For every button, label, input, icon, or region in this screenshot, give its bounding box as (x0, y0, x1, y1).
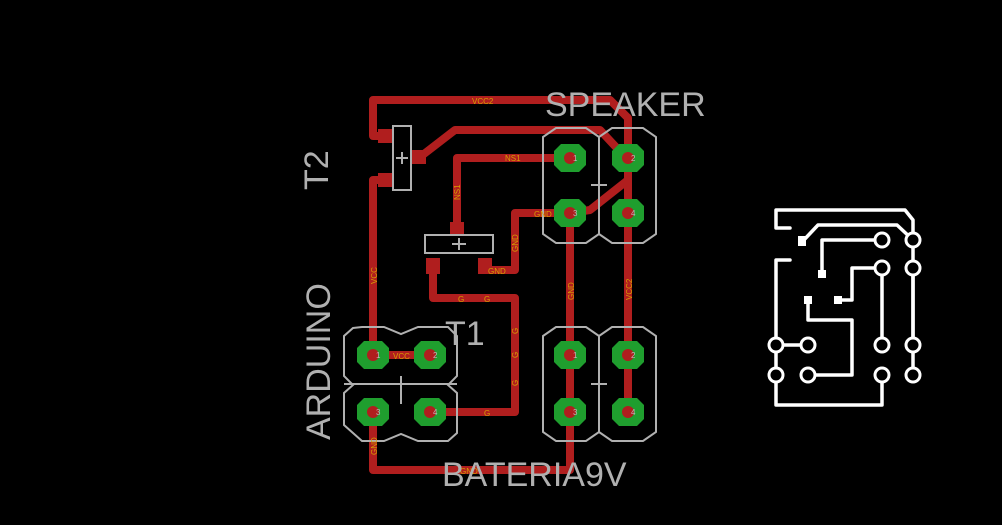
speaker-pad-label: 3 (573, 209, 578, 218)
net-label-gnd-t1: GND (488, 267, 506, 276)
battery-outline (542, 326, 657, 442)
arduino-pad-label: 4 (433, 408, 438, 417)
preview-smd-pad (818, 270, 826, 278)
trace-ns1 (453, 154, 574, 236)
net-label-ns1: NS1 (505, 154, 521, 163)
net-label-g: G (484, 409, 490, 418)
battery-pad-label: 4 (631, 408, 636, 417)
arduino-pad-tl: 1 (357, 341, 389, 369)
preview-trace-ns1 (820, 238, 884, 277)
preview-hole (904, 259, 922, 277)
preview-hole (767, 336, 785, 354)
t2-outline (392, 125, 412, 191)
battery-pad-bl: 3 (554, 398, 586, 426)
speaker-pad-tl: 1 (554, 144, 586, 172)
t2-pad-2 (378, 173, 392, 187)
net-label-vcc: VCC (370, 267, 379, 284)
battery-pad-br: 4 (612, 398, 644, 426)
preview-smd-pad (804, 296, 812, 304)
speaker-pad-label: 2 (631, 154, 636, 163)
arduino-pad-bl: 3 (357, 398, 389, 426)
preview-hole (799, 366, 817, 384)
preview-hole (873, 259, 891, 277)
net-labels: VCC2 NS1 NS1 GND GND GND VCC G G G G G G… (370, 97, 634, 476)
component-name-t2: T2 (298, 150, 336, 190)
speaker-pad-br: 4 (612, 199, 644, 227)
net-label-gnd-battery: GND (567, 282, 576, 300)
arduino-outline (343, 326, 458, 442)
battery-pad-tr: 2 (612, 341, 644, 369)
net-label-ns1-vertical: NS1 (453, 184, 462, 200)
preview-trace-g (806, 298, 854, 377)
through-hole-pads: 1 2 3 4 1 2 3 (357, 144, 644, 426)
arduino-pad-label: 3 (376, 408, 381, 417)
battery-pad-label: 3 (573, 408, 578, 417)
t2-pad-1 (378, 129, 392, 143)
net-label-g: G (458, 295, 464, 304)
silkscreen (343, 125, 657, 442)
speaker-pad-bl: 3 (554, 199, 586, 227)
net-label-vcc-arduino: VCC (393, 352, 410, 361)
preview-hole (873, 336, 891, 354)
preview-trace-left (774, 258, 884, 407)
net-label-g: G (484, 295, 490, 304)
t1-pad-2 (478, 258, 492, 274)
preview-hole (873, 366, 891, 384)
preview-hole (904, 366, 922, 384)
net-label-gnd-left: GND (370, 437, 379, 455)
t1-pad-1 (426, 258, 440, 274)
net-label-g: G (511, 380, 520, 386)
preview-hole (799, 336, 817, 354)
preview-trace-outer (774, 208, 915, 377)
t1-outline (424, 234, 494, 254)
arduino-pad-br: 4 (414, 398, 446, 426)
net-label-vcc2-right: VCC2 (625, 278, 634, 300)
speaker-pad-tr: 2 (612, 144, 644, 172)
net-label-gnd-bottom: GND (460, 467, 478, 476)
component-name-arduino: ARDUINO (300, 283, 338, 440)
preview-trace-mid (800, 223, 915, 244)
speaker-pad-label: 1 (573, 154, 578, 163)
battery-pad-tl: 1 (554, 341, 586, 369)
battery-pad-label: 1 (573, 351, 578, 360)
trace-g (424, 264, 519, 416)
component-names: SPEAKER T2 ARDUINO T1 BATERIA9V (298, 86, 706, 494)
component-name-bateria: BATERIA9V (442, 456, 627, 494)
trace-t2-speaker (416, 126, 632, 217)
net-label-gnd-speaker: GND (534, 210, 552, 219)
smd-pads (378, 129, 492, 274)
preview-hole (767, 366, 785, 384)
speaker-outline (542, 127, 657, 244)
net-label-g: G (511, 352, 520, 358)
speaker-pad-label: 4 (631, 209, 636, 218)
component-name-speaker: SPEAKER (545, 86, 706, 124)
board-preview (774, 208, 915, 407)
net-label-vcc2-top: VCC2 (472, 97, 494, 106)
preview-smd-pad (834, 296, 842, 304)
t1-pad-3 (450, 222, 464, 236)
arduino-pad-tr: 2 (414, 341, 446, 369)
battery-pad-label: 2 (631, 351, 636, 360)
preview-hole (873, 231, 891, 249)
component-name-t1: T1 (445, 315, 485, 353)
t2-pad-3 (412, 150, 426, 164)
board-preview-holes (767, 231, 922, 384)
net-label-g: G (511, 328, 520, 334)
preview-smd-pad (798, 236, 806, 246)
board-preview-pads (798, 236, 842, 304)
preview-hole (904, 231, 922, 249)
preview-trace-gnd (836, 266, 884, 347)
arduino-pad-label: 1 (376, 351, 381, 360)
net-label-gnd-t1-vertical: GND (511, 234, 520, 252)
arduino-pad-label: 2 (433, 351, 438, 360)
preview-hole (904, 336, 922, 354)
